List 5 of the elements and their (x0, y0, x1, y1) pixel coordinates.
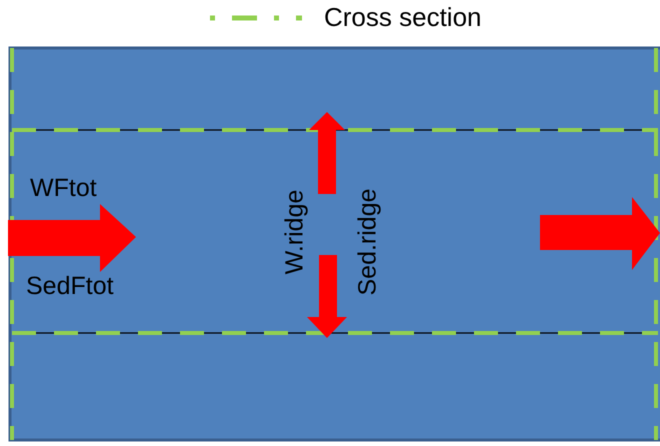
flux-label: Sed.ridge (356, 188, 380, 296)
flux-label: SedFtot (26, 274, 114, 299)
flux-label: WFtot (30, 176, 97, 201)
flux-label: W.ridge (282, 190, 308, 274)
legend-text: Cross section (324, 4, 482, 30)
